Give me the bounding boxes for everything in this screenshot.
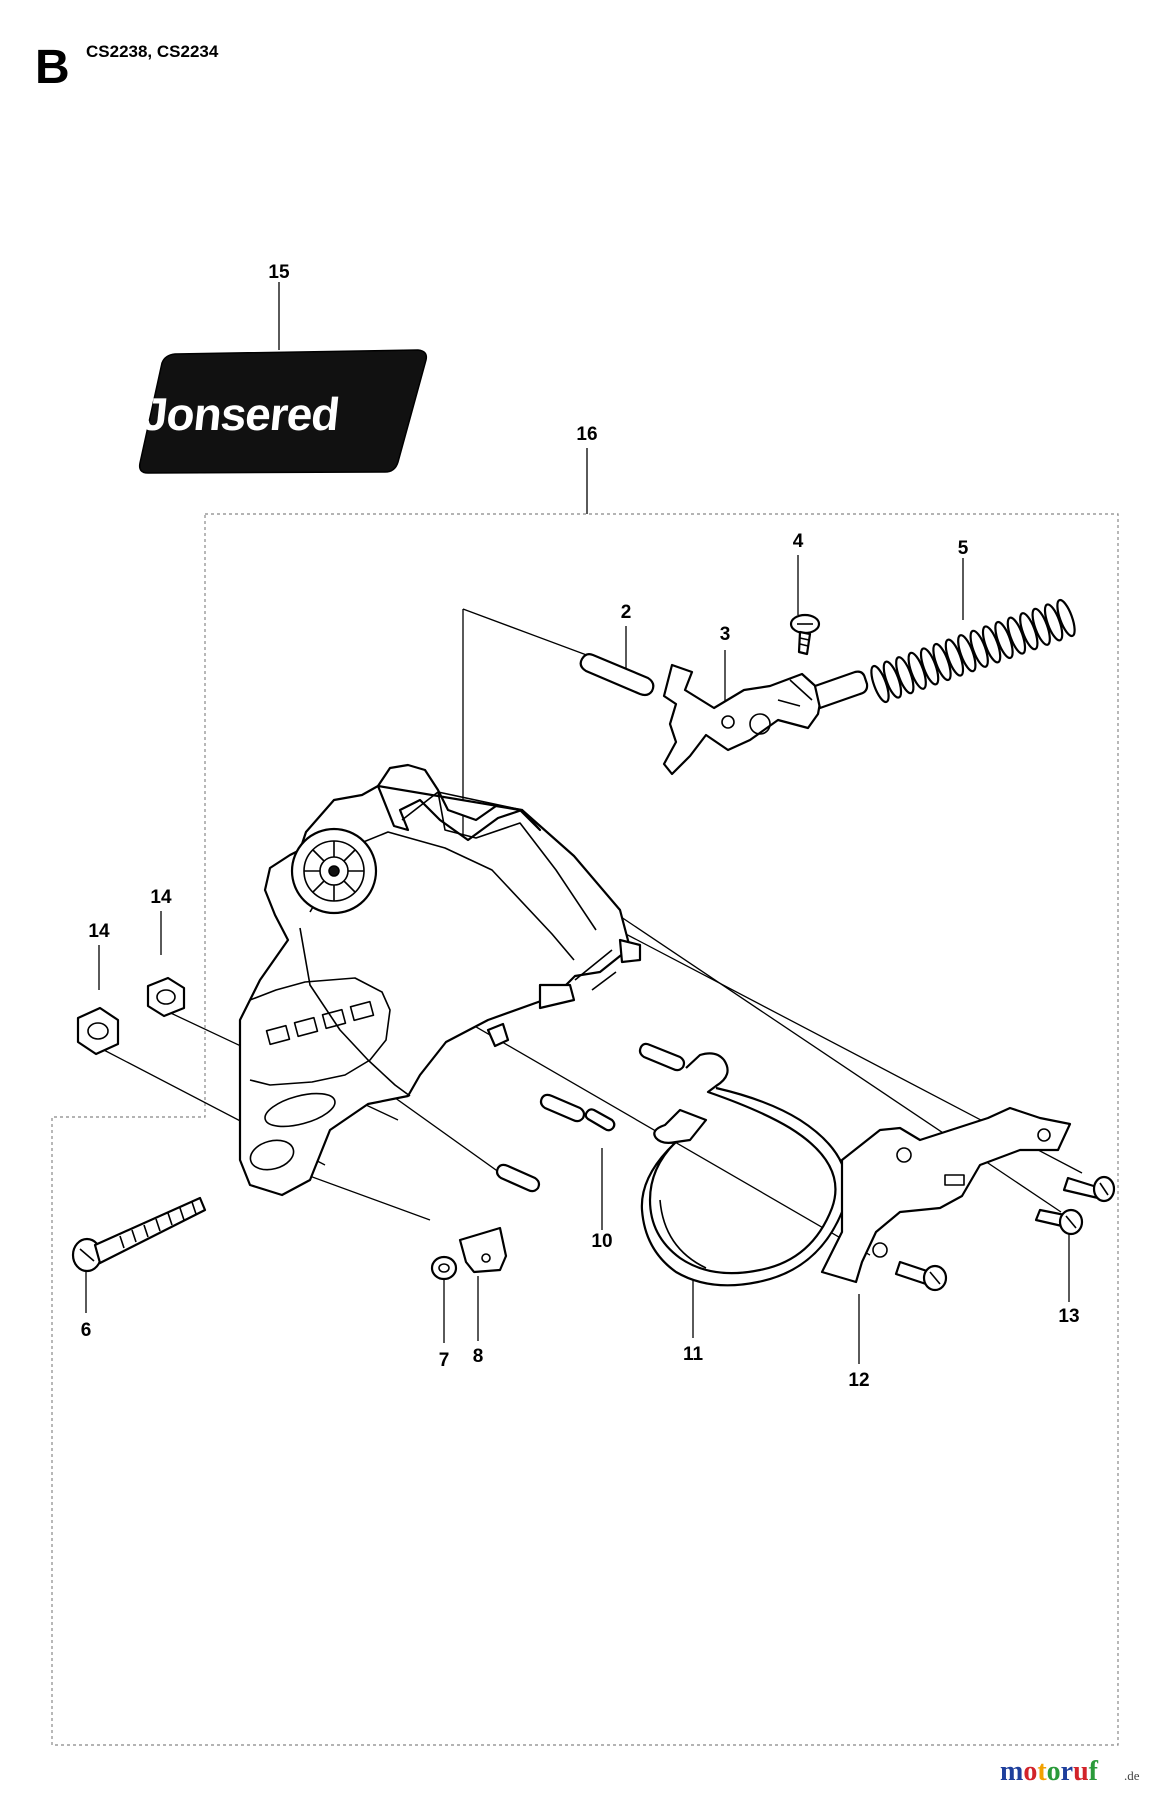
callout-3: 3	[720, 624, 731, 645]
screw-4	[789, 613, 821, 656]
washer-7	[430, 1255, 458, 1281]
decal-brand-text: .Jonsered	[128, 388, 342, 440]
callout-8: 8	[473, 1346, 484, 1367]
callout-14a: 14	[150, 887, 172, 908]
cover-plate-12	[820, 1106, 1072, 1284]
jonsered-decal: .Jonsered	[128, 349, 428, 474]
bolt-6	[71, 1196, 207, 1273]
spring-coil	[907, 651, 927, 690]
callout-6: 6	[81, 1320, 92, 1341]
bracket-8	[458, 1226, 508, 1274]
callout-4: 4	[793, 531, 804, 552]
watermark-letter: o	[1023, 1756, 1037, 1787]
watermark-letter: m	[1000, 1756, 1023, 1787]
spring-coil	[1031, 607, 1051, 646]
spring-coil	[932, 642, 952, 682]
spring-coil	[1056, 598, 1076, 638]
spring-coil	[1019, 612, 1039, 651]
pins-inner	[495, 1042, 686, 1193]
watermark-letter: u	[1073, 1756, 1089, 1787]
watermark-suffix: .de	[1124, 1768, 1140, 1783]
brake-band-11	[640, 1052, 848, 1287]
callout-16: 16	[576, 424, 597, 445]
spring-5	[870, 598, 1076, 704]
watermark-letter: t	[1037, 1756, 1047, 1787]
callout-14b: 14	[88, 921, 110, 942]
model-numbers: CS2238, CS2234	[86, 42, 219, 61]
callout-13: 13	[1058, 1306, 1079, 1327]
section-letter: B	[35, 41, 70, 94]
spring-coil	[994, 620, 1014, 660]
callout-10: 10	[591, 1231, 612, 1252]
spring-coil	[1043, 603, 1064, 642]
pin-10	[584, 1108, 616, 1132]
spring-coil	[882, 660, 903, 699]
brake-lever-link-3	[662, 663, 869, 776]
svg-text:motoruf: motoruf	[1000, 1756, 1099, 1787]
watermark-letter: o	[1047, 1756, 1061, 1787]
spring-coil	[1006, 616, 1027, 655]
callout-12: 12	[848, 1370, 869, 1391]
screw-13a	[1062, 1175, 1116, 1203]
spring-coil	[944, 638, 965, 677]
spring-coil	[969, 629, 989, 668]
nut-14a	[146, 976, 186, 1018]
screw-13b	[1034, 1208, 1084, 1236]
spring-coil	[981, 625, 1002, 664]
screw-13c	[894, 1260, 948, 1292]
clutch-cover-housing	[238, 763, 642, 1197]
watermark-letter: r	[1061, 1756, 1073, 1787]
callout-2: 2	[621, 602, 632, 623]
spring-coil	[957, 634, 977, 673]
spring-coil	[919, 647, 940, 686]
callout-7: 7	[439, 1350, 450, 1371]
spring-coil	[870, 664, 890, 704]
watermark-letter: f	[1089, 1756, 1099, 1787]
callout-5: 5	[958, 538, 969, 559]
motoruf-watermark: motoruf .de	[1000, 1756, 1140, 1787]
callout-15: 15	[268, 262, 290, 283]
callout-11: 11	[683, 1344, 704, 1365]
spring-coil	[895, 656, 915, 695]
nut-14b	[76, 1006, 120, 1056]
assembly-boundary	[51, 513, 1119, 1746]
pin-2	[579, 653, 655, 697]
